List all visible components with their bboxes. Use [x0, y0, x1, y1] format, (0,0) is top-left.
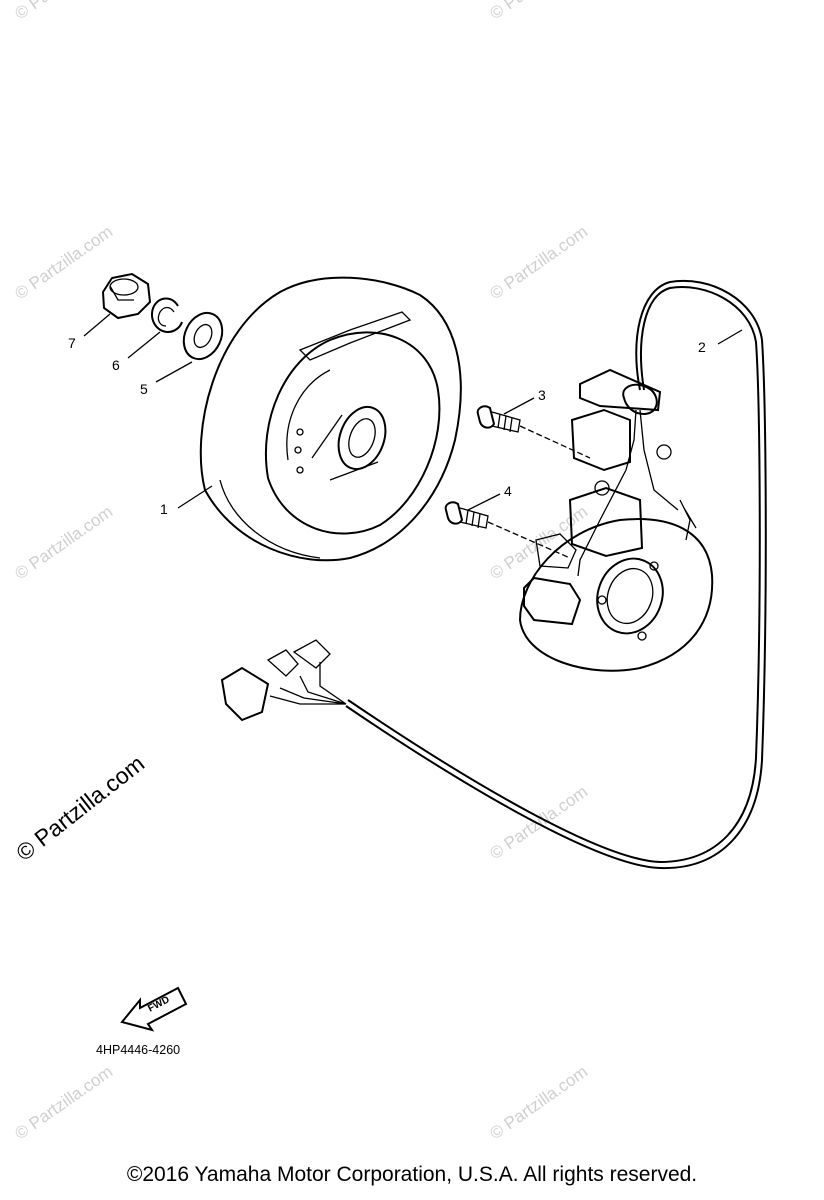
watermark: © Partzilla.com — [11, 0, 116, 23]
stator-assembly-part-2 — [220, 279, 767, 870]
watermark: © Partzilla.com — [486, 782, 591, 863]
callout-7: 7 — [68, 335, 76, 351]
callout-6: 6 — [112, 357, 120, 373]
callout-leaders — [83, 313, 743, 511]
lock-washer-part-6 — [150, 297, 183, 334]
flywheel-rotor-part-1 — [199, 276, 462, 562]
nut-part-7 — [101, 272, 152, 320]
callout-labels: 1 2 3 4 5 6 7 — [68, 335, 706, 517]
watermark: © Partzilla.com — [486, 502, 591, 583]
fwd-arrow-icon: FWD — [120, 986, 188, 1032]
watermark: © Partzilla.com — [486, 0, 591, 23]
callout-1: 1 — [160, 501, 168, 517]
callout-2: 2 — [698, 339, 706, 355]
fwd-label: FWD — [146, 994, 171, 1014]
watermark: © Partzilla.com — [486, 1062, 591, 1143]
watermark: © Partzilla.com — [11, 1062, 116, 1143]
watermark: © Partzilla.com — [11, 222, 116, 303]
watermarks: © Partzilla.com © Partzilla.com © Partzi… — [11, 0, 591, 1143]
callout-4: 4 — [504, 483, 512, 499]
watermark: © Partzilla.com — [486, 222, 591, 303]
copyright-footer: ©2016 Yamaha Motor Corporation, U.S.A. A… — [126, 1163, 698, 1186]
watermark: © Partzilla.com — [11, 502, 116, 583]
callout-5: 5 — [140, 381, 148, 397]
part-code: 4HP4446-4260 — [96, 1043, 181, 1057]
callout-3: 3 — [538, 387, 546, 403]
bolt-part-3 — [476, 405, 591, 459]
bolt-part-4 — [444, 501, 571, 559]
watermark-large: © Partzilla.com — [11, 750, 149, 866]
washer-part-5 — [182, 311, 224, 361]
